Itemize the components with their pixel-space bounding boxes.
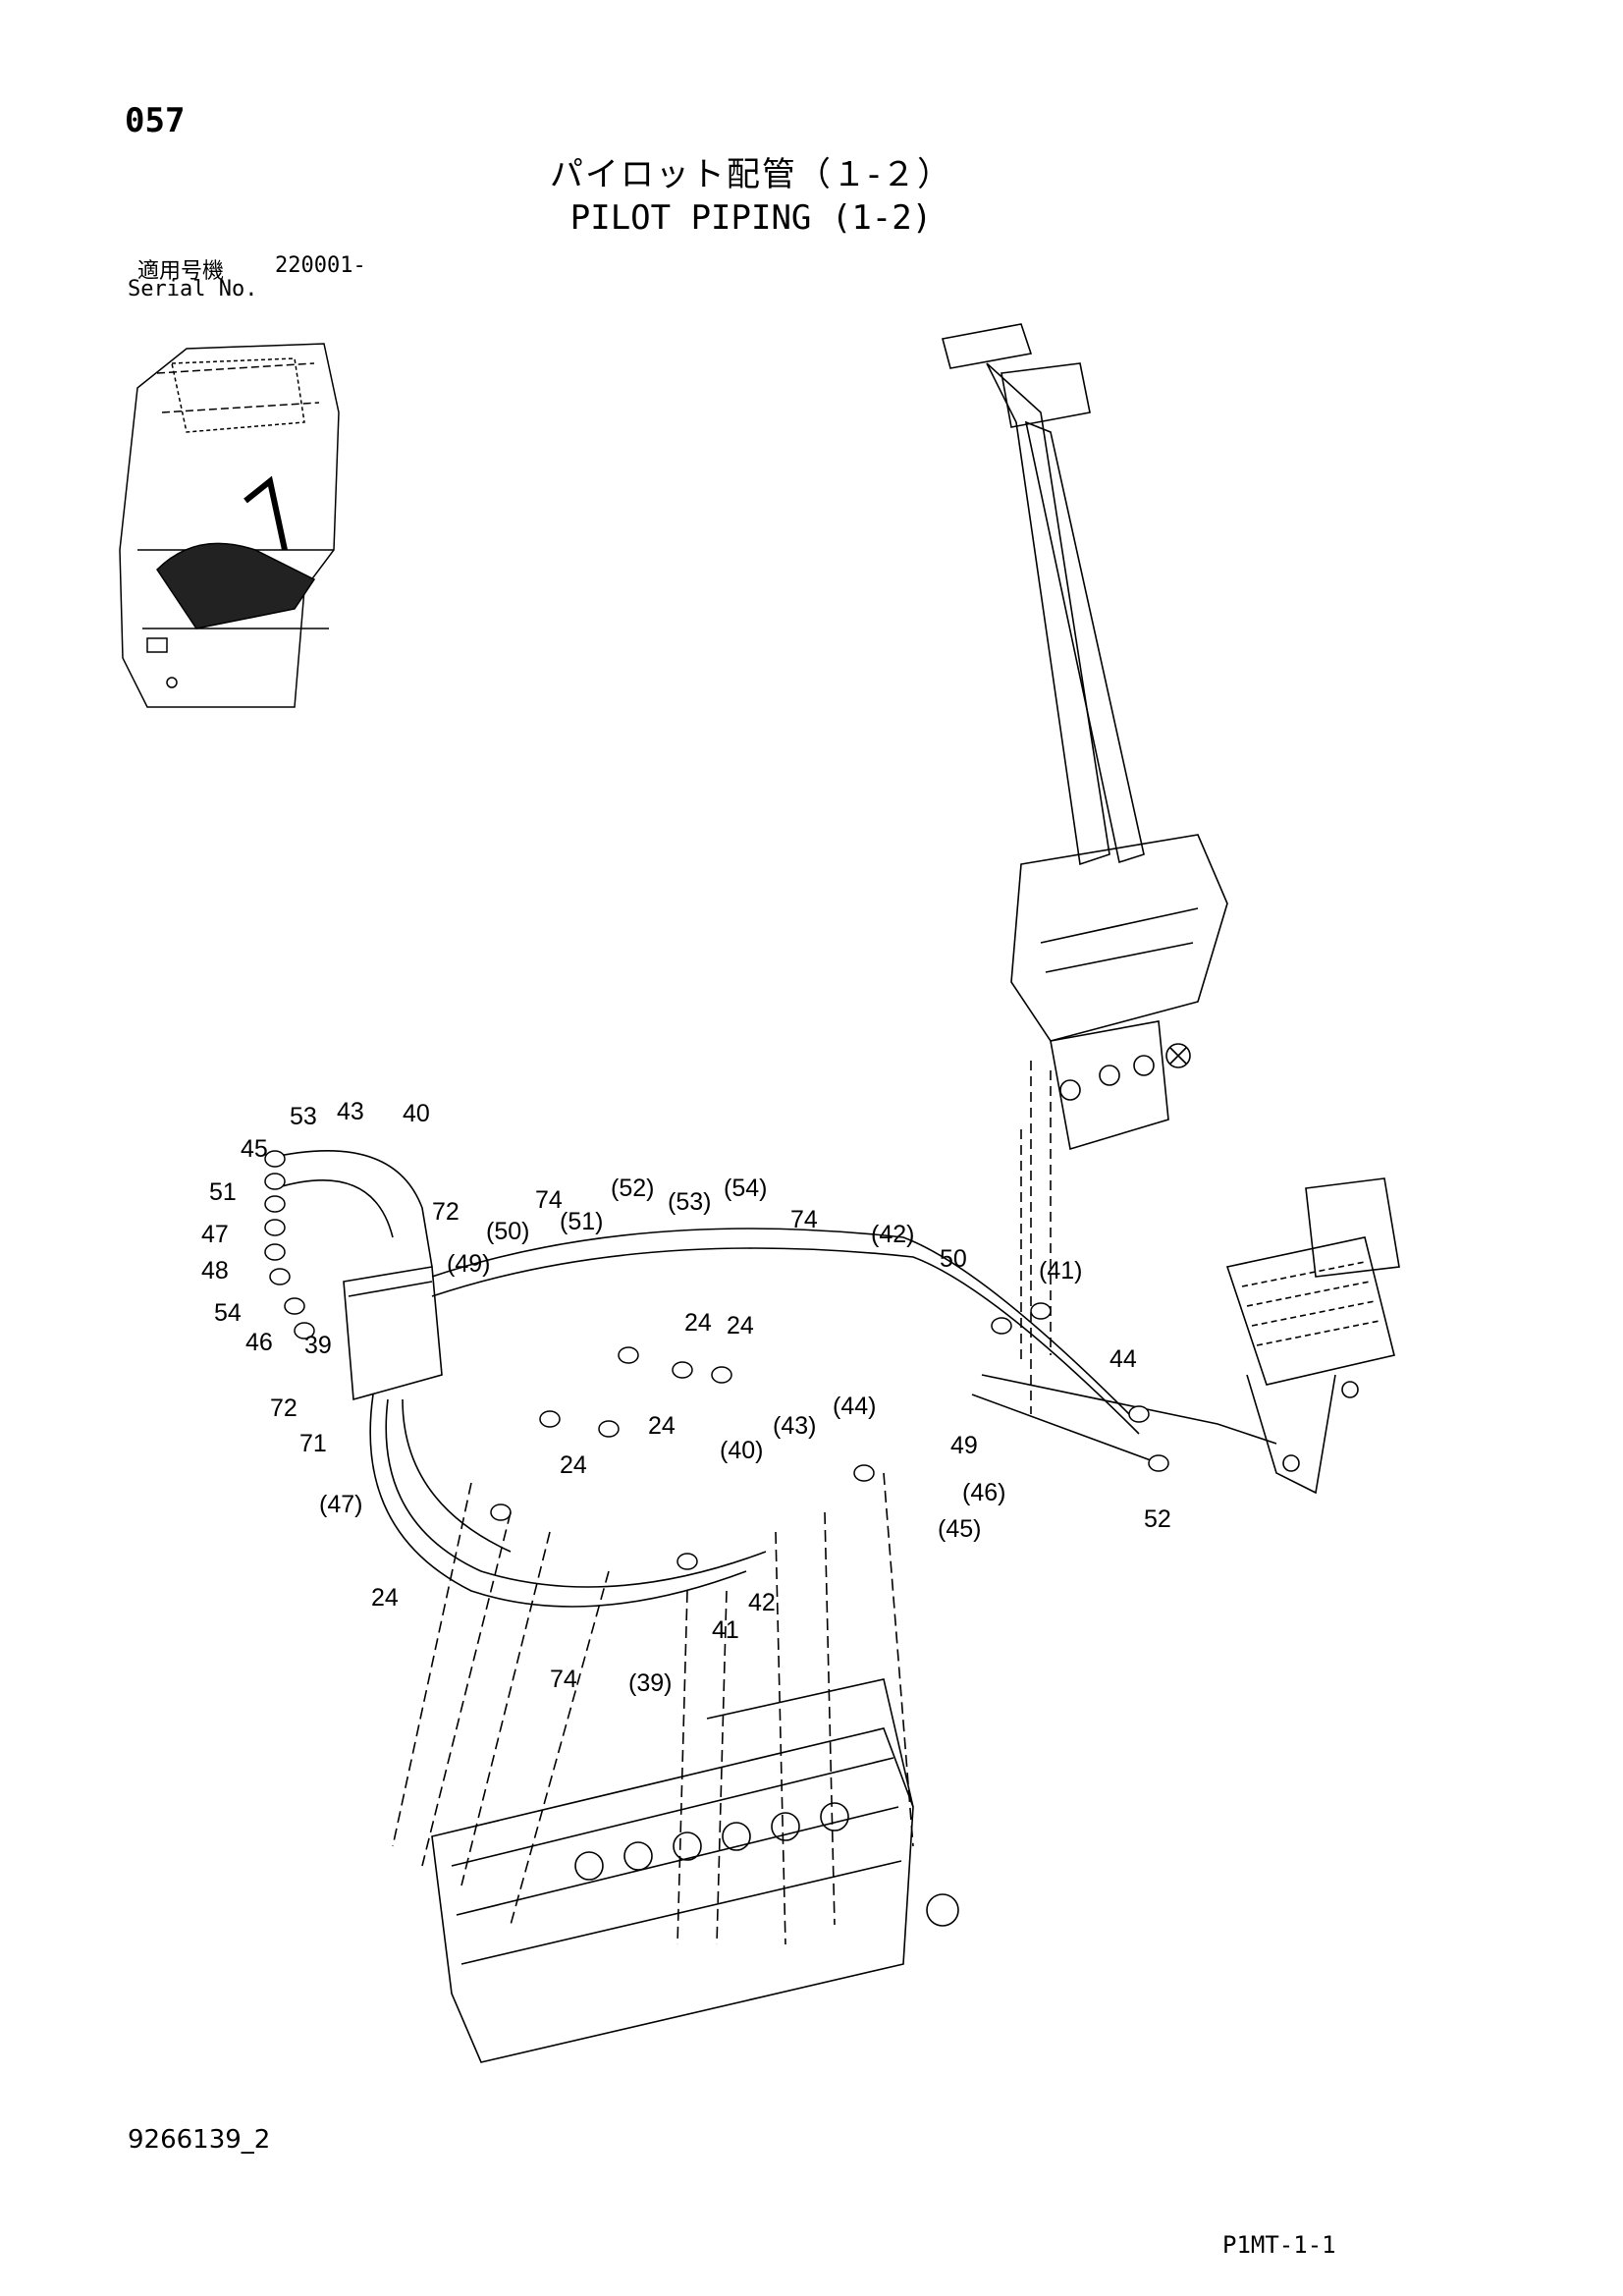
hose-bundle (264, 1150, 1277, 1608)
callout-72-bottom: 72 (270, 1394, 298, 1422)
callout-52: 52 (1144, 1505, 1171, 1533)
callout-45-ref: (45) (938, 1515, 981, 1543)
callout-53: 53 (290, 1103, 317, 1130)
callout-44-ref: (44) (833, 1393, 876, 1420)
callout-44: 44 (1109, 1345, 1137, 1373)
callout-46-ref: (46) (962, 1479, 1005, 1506)
callout-54-ref: (54) (724, 1175, 767, 1202)
callout-40: 40 (403, 1100, 430, 1127)
callout-43-ref: (43) (773, 1412, 816, 1440)
callout-49-ref: (49) (447, 1250, 490, 1278)
hose-fittings (264, 1150, 1169, 1570)
serial-label-japanese: 適用号機 (137, 259, 225, 284)
part-callouts: 53 43 40 45 51 47 48 54 46 39 72 72 71 (… (201, 1098, 1171, 1697)
callout-42: 42 (748, 1589, 776, 1616)
callout-47-ref: (47) (319, 1491, 362, 1518)
callout-45: 45 (241, 1135, 268, 1163)
document-code: 9266139_2 (128, 2125, 271, 2155)
callout-39-ref: (39) (628, 1669, 672, 1697)
callout-24-b: 24 (727, 1312, 754, 1339)
callout-49: 49 (950, 1432, 978, 1459)
callout-74-b: 74 (790, 1206, 818, 1233)
cab-thumbnail (119, 343, 340, 708)
serial-label-english: Serial No. (128, 277, 258, 301)
callout-48: 48 (201, 1257, 229, 1285)
callout-24-d: 24 (560, 1451, 587, 1479)
callout-74-a: 74 (535, 1186, 563, 1214)
callout-41-ref: (41) (1039, 1257, 1082, 1285)
callout-50-ref: (50) (486, 1218, 529, 1245)
callout-47: 47 (201, 1221, 229, 1248)
page-number: 057 (125, 101, 186, 140)
callout-53-ref: (53) (668, 1188, 711, 1216)
lever-pilot-valve (942, 323, 1228, 1414)
callout-43: 43 (337, 1098, 364, 1125)
control-valve-block (392, 1472, 959, 2063)
serial-value: 220001- (275, 253, 366, 278)
page-code: P1MT-1-1 (1222, 2231, 1336, 2259)
callout-71: 71 (299, 1430, 327, 1457)
callout-40-ref: (40) (720, 1437, 763, 1464)
callout-51-ref: (51) (560, 1208, 603, 1235)
callout-74-c: 74 (550, 1666, 577, 1693)
title-english: PILOT PIPING (1-2) (569, 198, 933, 238)
callout-41: 41 (712, 1616, 739, 1644)
callout-42-ref: (42) (871, 1221, 914, 1248)
callout-54: 54 (214, 1299, 242, 1327)
callout-24-a: 24 (684, 1309, 712, 1337)
callout-46: 46 (245, 1329, 273, 1356)
callout-50: 50 (940, 1245, 967, 1273)
callout-51: 51 (209, 1178, 237, 1206)
travel-pedal (1225, 1177, 1400, 1495)
callout-39: 39 (304, 1332, 332, 1359)
callout-52-ref: (52) (611, 1175, 654, 1202)
title-japanese: パイロット配管（１-２） (549, 155, 953, 194)
callout-72-top: 72 (432, 1198, 460, 1226)
callout-24-e: 24 (371, 1584, 399, 1612)
callout-24-c: 24 (648, 1412, 676, 1440)
